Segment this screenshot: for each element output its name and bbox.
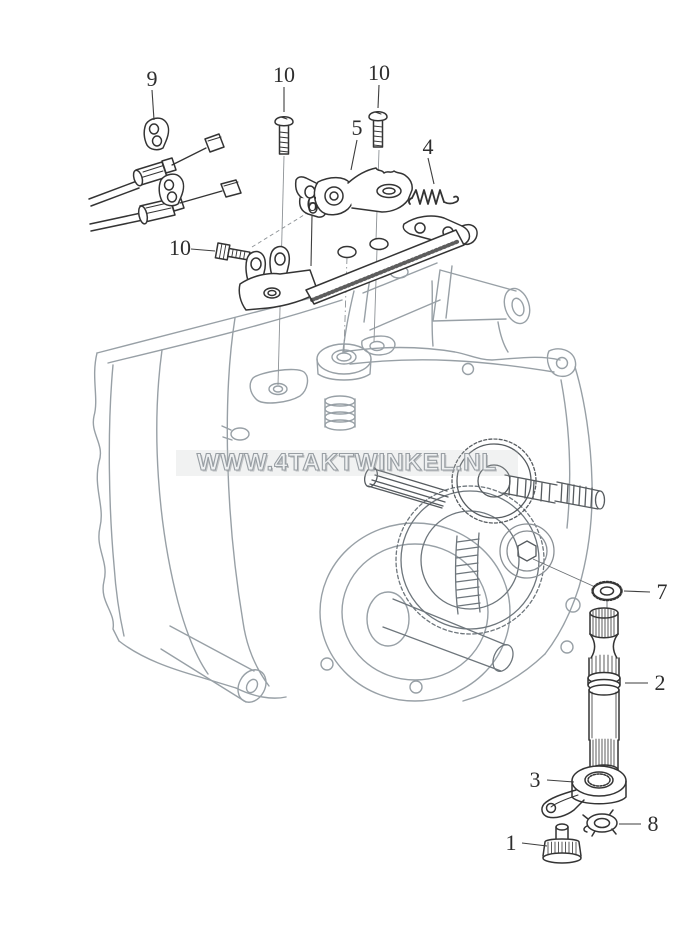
top-boss-left [249, 368, 309, 404]
top-boss-flange [361, 335, 396, 356]
cable-clip-part9-a [143, 117, 170, 151]
stopper-part1 [542, 823, 582, 864]
screw-part10-right [368, 111, 388, 148]
callout-2: 2 [654, 670, 666, 695]
exploded-parts [88, 111, 627, 864]
return-spring-part4 [408, 189, 460, 205]
arm-part3 [541, 765, 627, 819]
callout-3: 3 [529, 767, 541, 792]
cable-clip-part9-b [158, 173, 185, 207]
mounting-bracket-part6 [238, 215, 478, 311]
washer-part7 [591, 580, 623, 602]
clutch-cable-lower [89, 179, 242, 232]
leader-lines [151, 84, 651, 847]
lock-washer-part8 [582, 809, 618, 837]
engine-crankcase-drawing [92, 262, 593, 703]
callout-10-top-left: 10 [273, 62, 295, 87]
callout-7: 7 [656, 579, 668, 604]
screw-part10-left [274, 116, 294, 155]
callout-4: 4 [422, 134, 434, 159]
engine-internals-drawing [364, 438, 606, 672]
callout-5: 5 [351, 115, 363, 140]
clutch-cable-upper [88, 133, 225, 207]
callout-8: 8 [647, 811, 659, 836]
callout-6: 6 [306, 191, 318, 216]
callout-9: 9 [146, 66, 158, 91]
callout-10-top-right: 10 [368, 60, 390, 85]
callout-10-lower: 10 [169, 235, 191, 260]
shaft-part2 [587, 607, 621, 776]
callout-1: 1 [505, 830, 517, 855]
bolt-part10-lower [214, 242, 254, 261]
clutch-cam-lever-part5 [294, 167, 413, 218]
watermark: WWW.4TAKTWINKEL.NL [176, 448, 518, 477]
